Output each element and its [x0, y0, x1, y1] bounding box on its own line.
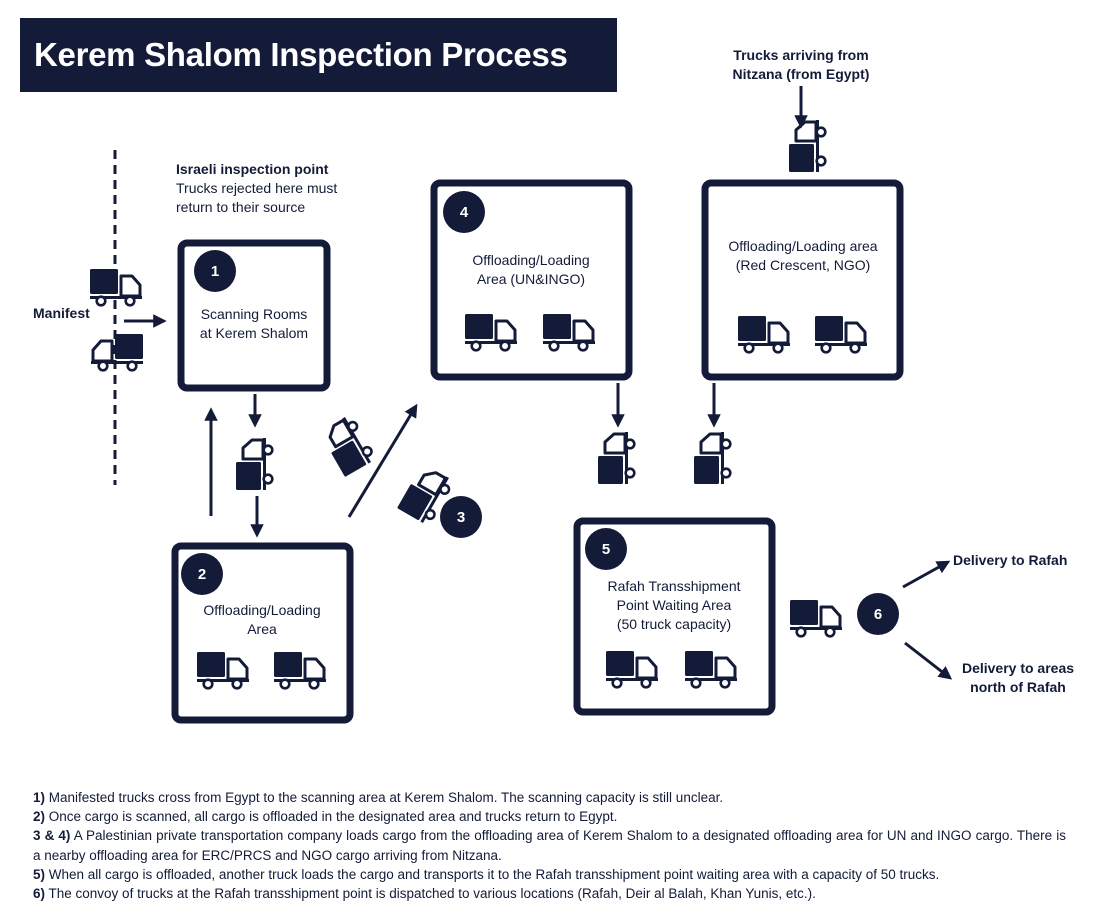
- trucks-arriving-line2: Nitzana (from Egypt): [732, 66, 870, 82]
- step-5-label: Rafah Transshipment Point Waiting Area (…: [584, 577, 764, 634]
- note-text: A Palestinian private transportation com…: [33, 828, 1066, 863]
- note-item: 1) Manifested trucks cross from Egypt to…: [33, 788, 1066, 807]
- note-text: Manifested trucks cross from Egypt to th…: [45, 790, 724, 805]
- truck-icon: [88, 267, 144, 307]
- step-5-line2: Point Waiting Area: [616, 597, 732, 613]
- truck-icon: [683, 649, 739, 689]
- note-number: 1): [33, 790, 46, 805]
- arrow-to-un-area: [347, 403, 418, 518]
- step-number-badge: 3: [440, 496, 482, 538]
- step-2-line2: Area: [247, 621, 277, 637]
- delivery-rafah-label: Delivery to Rafah: [953, 552, 1068, 568]
- step-4-line2: Area (UN&INGO): [476, 271, 586, 287]
- step-number-badge: 6: [857, 593, 899, 635]
- truck-icon: [541, 312, 597, 352]
- truck-icon: [272, 650, 328, 690]
- truck-icon: [736, 314, 792, 354]
- page-title: Kerem Shalom Inspection Process: [20, 18, 617, 92]
- note-number: 3 & 4): [33, 828, 71, 844]
- note-number: 6): [33, 886, 46, 902]
- truck-icon: [89, 332, 145, 372]
- note-number: 5): [33, 866, 46, 882]
- step-number-badge: 1: [194, 250, 236, 292]
- step-number-badge: 4: [443, 191, 485, 233]
- box-offloading-un-ingo: [430, 179, 633, 381]
- delivery-north-line2: north of Rafah: [970, 679, 1066, 695]
- note-text: When all cargo is offloaded, another tru…: [45, 866, 940, 882]
- truck-icon: [787, 118, 827, 174]
- arrow-delivery-rafah: [902, 560, 951, 589]
- box-rafah-waiting-area: [573, 517, 776, 716]
- truck-icon: [813, 314, 869, 354]
- trucks-arriving-label: Trucks arriving from Nitzana (from Egypt…: [716, 46, 886, 84]
- step-number-badge: 2: [181, 553, 223, 595]
- inspection-point-note-line1: Trucks rejected here must: [176, 180, 338, 196]
- red-crescent-area-line1: Offloading/Loading area: [728, 238, 878, 254]
- box-offloading-red-crescent: [701, 179, 904, 381]
- inspection-point-title: Israeli inspection point: [176, 161, 329, 177]
- truck-icon: [234, 436, 274, 492]
- box-offloading-area: [171, 542, 354, 724]
- step-5-line1: Rafah Transshipment: [607, 578, 741, 594]
- delivery-north-label: Delivery to areas north of Rafah: [948, 659, 1088, 697]
- truck-icon: [788, 598, 844, 638]
- box-scanning-rooms: [177, 239, 331, 392]
- note-item: 2) Once cargo is scanned, all cargo is o…: [33, 807, 1066, 826]
- process-notes: 1) Manifested trucks cross from Egypt to…: [33, 788, 1066, 903]
- step-4-label: Offloading/Loading Area (UN&INGO): [441, 251, 621, 289]
- note-item: 5) When all cargo is offloaded, another …: [33, 865, 1066, 884]
- note-text: The convoy of trucks at the Rafah transs…: [45, 886, 816, 902]
- manifest-label: Manifest: [33, 305, 90, 321]
- truck-icon: [317, 412, 378, 479]
- red-crescent-area-line2: (Red Crescent, NGO): [735, 257, 871, 273]
- step-4-line1: Offloading/Loading: [472, 252, 590, 268]
- red-crescent-area-label: Offloading/Loading area (Red Crescent, N…: [711, 237, 895, 275]
- inspection-point-note-line2: return to their source: [176, 199, 306, 215]
- step-number-badge: 5: [585, 528, 627, 570]
- arrow-delivery-north: [904, 641, 953, 680]
- step-2-label: Offloading/Loading Area: [182, 601, 342, 639]
- step-1-line1: Scanning Rooms: [200, 306, 308, 322]
- note-item: 6) The convoy of trucks at the Rafah tra…: [33, 884, 1066, 903]
- note-number: 2): [33, 809, 46, 825]
- trucks-arriving-line1: Trucks arriving from: [733, 47, 869, 63]
- step-1-label: Scanning Rooms at Kerem Shalom: [184, 305, 324, 343]
- inspection-point-label: Israeli inspection point Trucks rejected…: [176, 160, 337, 217]
- truck-icon: [692, 430, 732, 486]
- note-item: 3 & 4) A Palestinian private transportat…: [33, 826, 1066, 864]
- note-text: Once cargo is scanned, all cargo is offl…: [45, 809, 618, 825]
- delivery-north-line1: Delivery to areas: [961, 660, 1075, 676]
- step-1-line2: at Kerem Shalom: [199, 325, 309, 341]
- truck-icon: [195, 650, 251, 690]
- truck-icon: [596, 430, 636, 486]
- truck-icon: [463, 312, 519, 352]
- step-2-line1: Offloading/Loading: [203, 602, 321, 618]
- step-5-line3: (50 truck capacity): [616, 616, 732, 632]
- truck-icon: [604, 649, 660, 689]
